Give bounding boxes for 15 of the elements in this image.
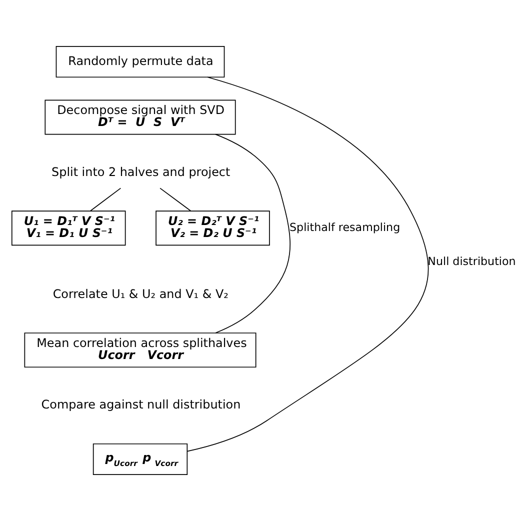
node-box: Mean correlation across splithalves Ucorr Vcorr <box>24 332 256 368</box>
node-box: p$_{Ucorr}$ p$_{Vcorr}$ <box>92 443 188 476</box>
label: Correlate U₁ & U₂ and V₁ & V₂ <box>52 286 228 301</box>
edge-label: Splithalf resampling <box>290 220 400 234</box>
edge-label: Null distribution <box>428 255 516 268</box>
connector <box>215 134 290 334</box>
node-box: U₂ = D₂ᵀ V S⁻¹ V₂ = D₂ U S⁻¹ <box>156 210 270 246</box>
connector <box>90 188 122 212</box>
label: Compare against null distribution <box>41 398 241 412</box>
node-box: Randomly permute data <box>56 46 225 78</box>
node-box: U₁ = D₁ᵀ V S⁻¹ V₁ = D₁ U S⁻¹ <box>11 210 126 246</box>
connector <box>186 76 429 452</box>
connector <box>160 188 192 212</box>
node-box: Decompose signal with SVD Dᵀ = U S Vᵀ <box>44 100 236 135</box>
node-text: Split into 2 halves and project <box>52 164 230 179</box>
